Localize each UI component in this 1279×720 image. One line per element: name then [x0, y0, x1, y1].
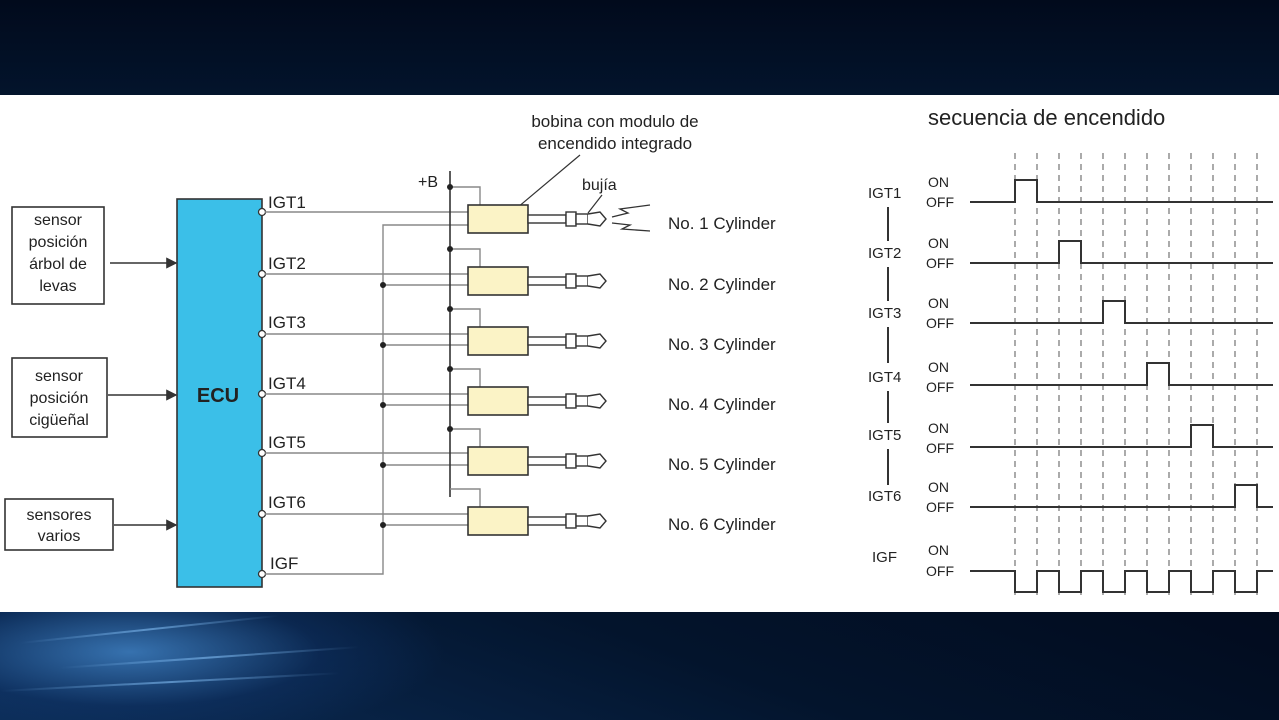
spark-flash-icon — [611, 204, 651, 232]
on-label-igt1: ON — [928, 174, 949, 190]
coil-6 — [467, 506, 607, 536]
output-label-igt2: IGT2 — [268, 254, 306, 273]
timing-trace-igt6 — [970, 484, 1273, 508]
ignition-diagram-image: sensor posición árbol de levas sensor po… — [0, 95, 1279, 612]
sensor-crankshaft-line-3: cigüeñal — [29, 412, 89, 429]
sensor-camshaft-line-3: árbol de — [29, 256, 87, 273]
ecu-output-terminals — [257, 207, 267, 579]
timing-trace-igt2 — [970, 240, 1273, 264]
output-label-igf: IGF — [270, 554, 298, 573]
timing-traces — [970, 179, 1273, 593]
cylinder-label-2: No. 2 Cylinder — [668, 275, 776, 294]
spark-plug-leader — [587, 194, 603, 214]
on-label-igt2: ON — [928, 235, 949, 251]
on-label-igt4: ON — [928, 359, 949, 375]
spark-plug-label: bujía — [582, 177, 617, 194]
spark-plug-icon — [527, 513, 607, 529]
sensors-various-line-2: varios — [38, 528, 81, 545]
cylinder-label-3: No. 3 Cylinder — [668, 335, 776, 354]
sensor-crankshaft-line-2: posición — [30, 390, 89, 407]
cylinder-label-4: No. 4 Cylinder — [668, 395, 776, 414]
sensor-crankshaft-line-1: sensor — [35, 368, 84, 385]
sensor-camshaft-line-4: levas — [39, 278, 76, 295]
sensor-crankshaft-box: sensor posición cigüeñal — [11, 357, 108, 438]
timing-trace-igf — [970, 570, 1273, 593]
sequence-title: secuencia de encendido — [928, 105, 1165, 130]
output-label-igt4: IGT4 — [268, 374, 306, 393]
igt-wiring — [265, 171, 481, 575]
coil-4 — [467, 386, 607, 416]
wiring-junction-dots — [380, 184, 453, 528]
timing-grid-lines — [1014, 153, 1258, 595]
timing-label-igt1: IGT1 — [868, 185, 901, 202]
off-label-igt2: OFF — [926, 255, 954, 271]
timing-label-igt2: IGT2 — [868, 245, 901, 262]
timing-label-igf: IGF — [872, 549, 897, 566]
spark-plug-icon — [527, 273, 607, 289]
ecu-block: ECU — [176, 198, 263, 588]
off-label-igt4: OFF — [926, 379, 954, 395]
timing-trace-igt3 — [970, 300, 1273, 324]
sensors-various-box: sensores varios — [4, 498, 114, 551]
power-label: +B — [418, 174, 438, 191]
sensor-camshaft-line-2: posición — [29, 234, 88, 251]
off-label-igt1: OFF — [926, 194, 954, 210]
coil-2 — [467, 266, 607, 296]
cylinder-label-1: No. 1 Cylinder — [668, 214, 776, 233]
output-label-igt5: IGT5 — [268, 433, 306, 452]
coil-3 — [467, 326, 607, 356]
sensor-camshaft-box: sensor posición árbol de levas — [11, 206, 105, 305]
spark-plug-icon — [527, 393, 607, 409]
off-label-igt6: OFF — [926, 499, 954, 515]
off-label-igf: OFF — [926, 563, 954, 579]
cylinder-label-6: No. 6 Cylinder — [668, 515, 776, 534]
timing-trace-igt5 — [970, 424, 1273, 448]
output-label-igt3: IGT3 — [268, 313, 306, 332]
sensors-various-line-1: sensores — [27, 507, 92, 524]
timing-trace-igt1 — [970, 179, 1273, 203]
output-label-igt1: IGT1 — [268, 193, 306, 212]
slide-top-band — [0, 0, 1279, 95]
timing-label-igt6: IGT6 — [868, 488, 901, 505]
coil-assemblies — [467, 204, 607, 536]
on-label-igf: ON — [928, 542, 949, 558]
cylinder-label-5: No. 5 Cylinder — [668, 455, 776, 474]
on-label-igt3: ON — [928, 295, 949, 311]
on-label-igt5: ON — [928, 420, 949, 436]
slide-bottom-band — [0, 612, 1279, 720]
timing-trace-igt4 — [970, 362, 1273, 386]
off-label-igt5: OFF — [926, 440, 954, 456]
off-label-igt3: OFF — [926, 315, 954, 331]
timing-label-igt5: IGT5 — [868, 427, 901, 444]
output-label-igt6: IGT6 — [268, 493, 306, 512]
coil-callout-line-1: bobina con modulo de — [531, 112, 698, 131]
spark-plug-icon — [527, 453, 607, 469]
spark-plug-icon — [527, 333, 607, 349]
coil-callout-line-2: encendido integrado — [538, 134, 692, 153]
spark-plug-icon — [527, 211, 607, 227]
coil-1 — [467, 204, 607, 234]
timing-label-igt3: IGT3 — [868, 305, 901, 322]
timing-label-igt4: IGT4 — [868, 369, 901, 386]
ecu-label: ECU — [197, 385, 239, 407]
coil-5 — [467, 446, 607, 476]
sensor-camshaft-line-1: sensor — [34, 212, 83, 229]
on-label-igt6: ON — [928, 479, 949, 495]
